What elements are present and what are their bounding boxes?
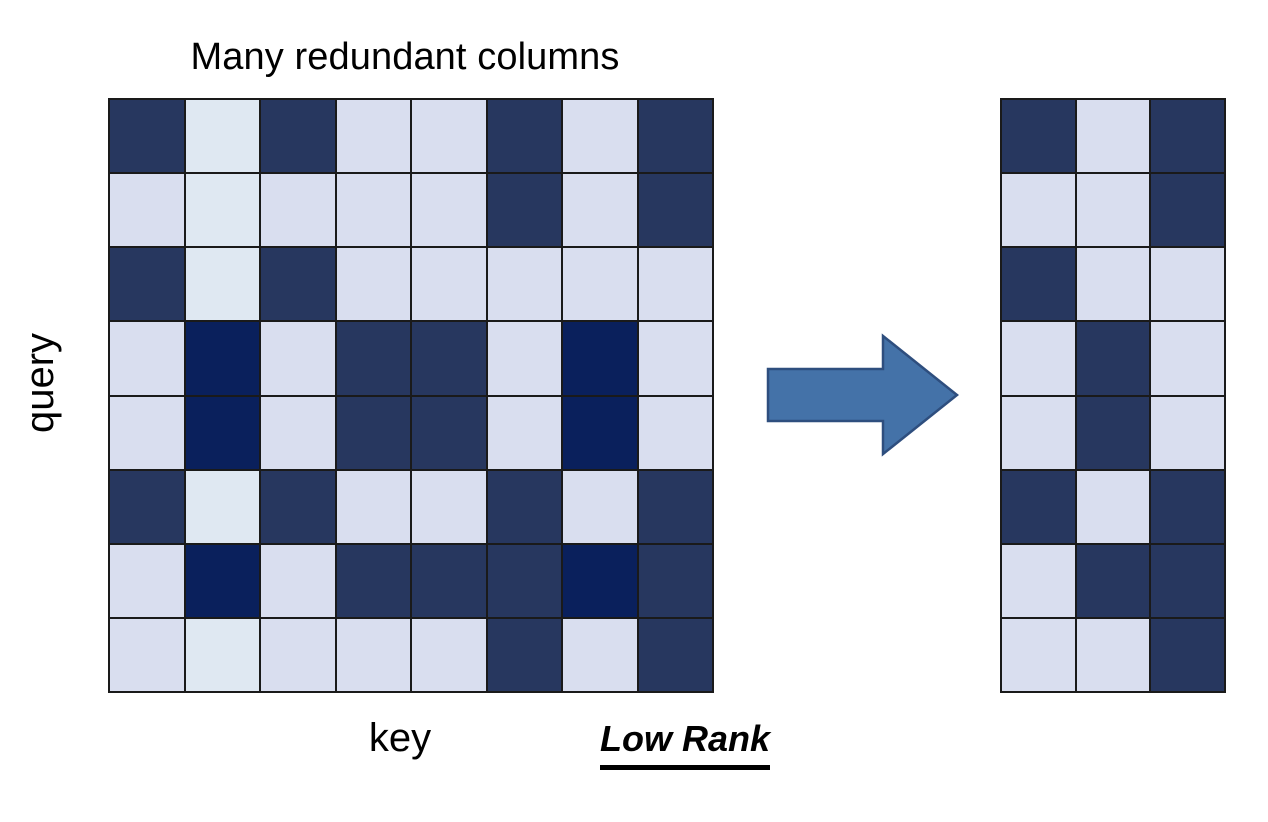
heatmap-cell [412,618,486,691]
heatmap-cell [110,544,184,617]
heatmap-cell [336,470,410,543]
heatmap-cell [563,544,637,617]
heatmap-cell [110,174,184,247]
heatmap-cell [1002,248,1075,321]
heatmap-cell [110,470,184,543]
heatmap-cell [185,174,259,247]
heatmap-cell [1151,618,1224,691]
heatmap-cell [563,396,637,469]
heatmap-cell [412,248,486,321]
heatmap-cell [336,544,410,617]
heatmap-cell [110,618,184,691]
heatmap-cell [261,100,335,173]
heatmap-cell [261,470,335,543]
heatmap-cell [1151,100,1224,173]
heatmap-cell [1076,322,1150,395]
heatmap-cell [412,396,486,469]
heatmap-cell [185,470,259,543]
heatmap-cell [1151,248,1224,321]
heatmap-cell [638,322,712,395]
heatmap-cell [638,470,712,543]
heatmap-cell [563,100,637,173]
heatmap-cell [1076,544,1150,617]
heatmap-cell [487,470,561,543]
heatmap-cell [412,100,486,173]
heatmap-cell [1076,618,1150,691]
heatmap-cell [412,174,486,247]
heatmap-cell [336,396,410,469]
heatmap-cell [638,174,712,247]
heatmap-cell [487,174,561,247]
heatmap-cell [1076,174,1150,247]
heatmap-cell [487,396,561,469]
heatmap-cell [1151,396,1224,469]
heatmap-cell [336,322,410,395]
heatmap-cell [1002,322,1075,395]
heatmap-cell [185,396,259,469]
heatmap-cell [412,322,486,395]
heatmap-cell [412,544,486,617]
attention-matrix-full [108,98,714,693]
low-rank-annotation: Low Rank [560,716,810,770]
heatmap-cell [1151,322,1224,395]
heatmap-cell [261,322,335,395]
heatmap-cell [563,322,637,395]
heatmap-cell [563,618,637,691]
heatmap-cell [1002,618,1075,691]
heatmap-cell [1002,396,1075,469]
heatmap-cell [563,470,637,543]
heatmap-cell [185,618,259,691]
heatmap-cell [261,248,335,321]
y-axis-label: query [18,332,62,434]
page-title: Many redundant columns [190,36,620,78]
x-axis-label: key [368,716,432,760]
heatmap-cell [336,618,410,691]
heatmap-cell [1151,174,1224,247]
heatmap-cell [1002,174,1075,247]
heatmap-cell [261,544,335,617]
heatmap-cell [1076,470,1150,543]
heatmap-cell [638,618,712,691]
heatmap-cell [185,322,259,395]
heatmap-cell [1002,544,1075,617]
heatmap-cell [110,248,184,321]
heatmap-cell [110,100,184,173]
attention-matrix-lowrank [1000,98,1226,693]
right-block-arrow-icon [766,333,960,457]
heatmap-cell [1002,100,1075,173]
heatmap-cell [638,100,712,173]
heatmap-cell [412,470,486,543]
heatmap-cell [261,174,335,247]
heatmap-cell [487,248,561,321]
heatmap-cell [638,248,712,321]
heatmap-cell [487,618,561,691]
heatmap-cell [487,100,561,173]
heatmap-cell [487,544,561,617]
heatmap-cell [336,100,410,173]
heatmap-cell [563,248,637,321]
heatmap-cell [1151,544,1224,617]
heatmap-cell [1002,470,1075,543]
heatmap-cell [336,248,410,321]
heatmap-cell [185,248,259,321]
heatmap-cell [638,396,712,469]
heatmap-cell [336,174,410,247]
heatmap-cell [1076,100,1150,173]
heatmap-cell [563,174,637,247]
heatmap-cell [638,544,712,617]
heatmap-cell [110,396,184,469]
heatmap-cell [487,322,561,395]
low-rank-annotation-text: Low Rank [599,716,770,770]
heatmap-cell [1151,470,1224,543]
heatmap-cell [185,100,259,173]
heatmap-cell [261,618,335,691]
heatmap-cell [1076,396,1150,469]
heatmap-cell [110,322,184,395]
heatmap-cell [185,544,259,617]
heatmap-cell [1076,248,1150,321]
heatmap-cell [261,396,335,469]
